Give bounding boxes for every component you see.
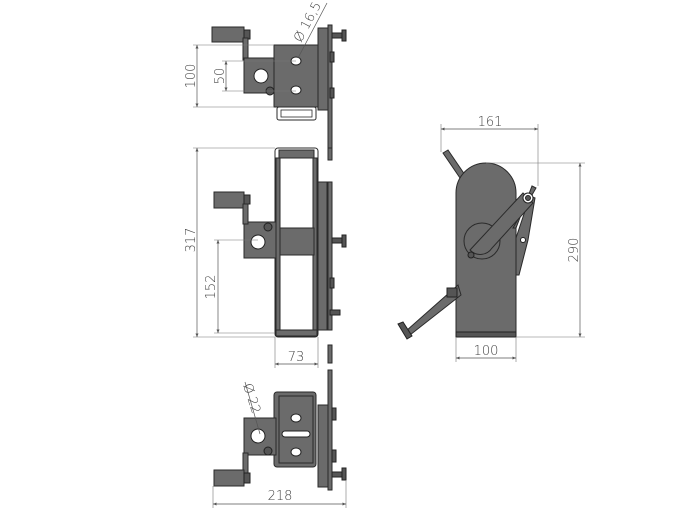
- dim-total-height: 317: [184, 228, 199, 253]
- winch-body: [273, 44, 319, 108]
- dim-side-height: 290: [567, 238, 582, 263]
- drum-shaft: [279, 227, 315, 256]
- dim-hole-diameter-22: Ø 22: [239, 382, 263, 416]
- dim-overall-width: 161: [478, 115, 503, 130]
- side-view: 161 290 100: [397, 115, 585, 362]
- bracket-hole: [253, 68, 269, 84]
- dim-hole-spacing: 50: [213, 68, 228, 85]
- crank-handle-grip: [213, 191, 245, 209]
- crank-handle-grip: [213, 469, 245, 487]
- crank-handle-grip: [211, 26, 245, 43]
- dim-base-width: 100: [474, 344, 499, 359]
- dim-total-width: 218: [268, 489, 293, 504]
- bracket-hole: [250, 428, 266, 444]
- dim-top-height: 100: [184, 64, 199, 89]
- bottom-view: Ø 22 218: [212, 369, 347, 508]
- dim-depth: 73: [288, 350, 305, 365]
- front-view: 317 152 73: [184, 147, 347, 368]
- top-view: 100 50 Ø 16,5: [184, 0, 347, 161]
- crank-handle: [442, 149, 466, 179]
- dim-axis-height: 152: [204, 275, 219, 300]
